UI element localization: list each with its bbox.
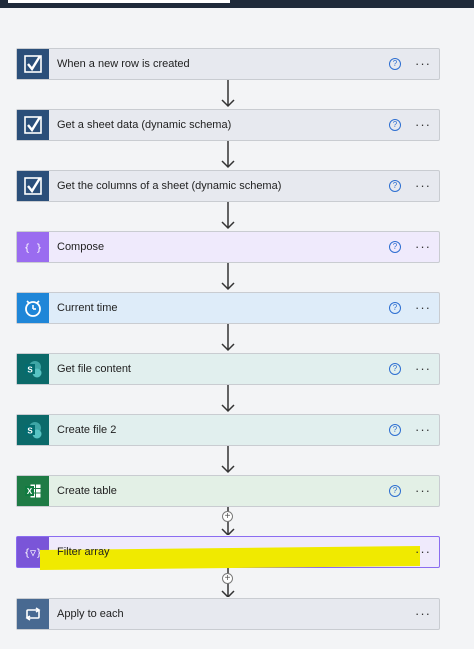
step-card[interactable]: Apply to each ··· [16,598,440,630]
smartsheet-icon [17,171,49,201]
step-label: Apply to each [57,608,124,620]
loop-icon [17,599,49,629]
step-label: When a new row is created [57,58,190,70]
step-card[interactable]: S Create file 2 ? ··· [16,414,440,446]
connector-arrow [221,201,235,230]
top-bar [0,0,474,8]
help-icon[interactable]: ? [389,302,401,314]
step-label: Compose [57,241,105,253]
help-icon[interactable]: ? [389,424,401,436]
step-card[interactable]: { } Compose ? ··· [16,231,440,263]
step-label: Get the columns of a sheet (dynamic sche… [57,180,282,192]
more-options-icon[interactable]: ··· [415,117,431,132]
step-card[interactable]: Get the columns of a sheet (dynamic sche… [16,170,440,202]
svg-text:{ }: { } [24,243,42,254]
more-options-icon[interactable]: ··· [415,178,431,193]
sharepoint-icon: S [17,354,49,384]
more-options-icon[interactable]: ··· [415,483,431,498]
connector-arrow [221,323,235,352]
step-card[interactable]: Current time ? ··· [16,292,440,324]
step-card[interactable]: Get a sheet data (dynamic schema) ? ··· [16,109,440,141]
more-options-icon[interactable]: ··· [415,606,431,621]
help-icon[interactable]: ? [389,241,401,253]
step-card[interactable]: When a new row is created ? ··· [16,48,440,80]
help-icon[interactable]: ? [389,485,401,497]
step-card[interactable]: S Get file content ? ··· [16,353,440,385]
top-bar-accent [8,0,230,3]
more-options-icon[interactable]: ··· [415,422,431,437]
insert-step-button[interactable]: + [222,573,233,584]
svg-text:S: S [27,366,33,375]
connector-arrow [221,79,235,108]
help-icon[interactable]: ? [389,363,401,375]
connector-arrow [221,262,235,291]
step-card[interactable]: X Create table ? ··· [16,475,440,507]
help-icon[interactable]: ? [389,119,401,131]
flow-canvas: + + When a new row is created ? ··· Get … [0,8,474,649]
more-options-icon[interactable]: ··· [415,544,431,559]
smartsheet-icon [17,110,49,140]
excel-icon: X [17,476,49,506]
clock-icon [17,293,49,323]
sharepoint-icon: S [17,415,49,445]
more-options-icon[interactable]: ··· [415,300,431,315]
more-options-icon[interactable]: ··· [415,56,431,71]
connector-arrow [221,384,235,413]
connector-arrow [221,445,235,474]
step-label: Get file content [57,363,131,375]
more-options-icon[interactable]: ··· [415,361,431,376]
step-label: Create file 2 [57,424,117,436]
smartsheet-icon [17,49,49,79]
step-label: Current time [57,302,118,314]
svg-text:X: X [27,487,33,496]
help-icon[interactable]: ? [389,58,401,70]
help-icon[interactable]: ? [389,180,401,192]
svg-text:S: S [27,427,33,436]
step-label: Create table [57,485,117,497]
step-label: Filter array [57,546,110,558]
insert-step-button[interactable]: + [222,511,233,522]
compose-icon: { } [17,232,49,262]
svg-text:{▽}: {▽} [24,548,42,559]
more-options-icon[interactable]: ··· [415,239,431,254]
step-label: Get a sheet data (dynamic schema) [57,119,232,131]
connector-arrow [221,140,235,169]
